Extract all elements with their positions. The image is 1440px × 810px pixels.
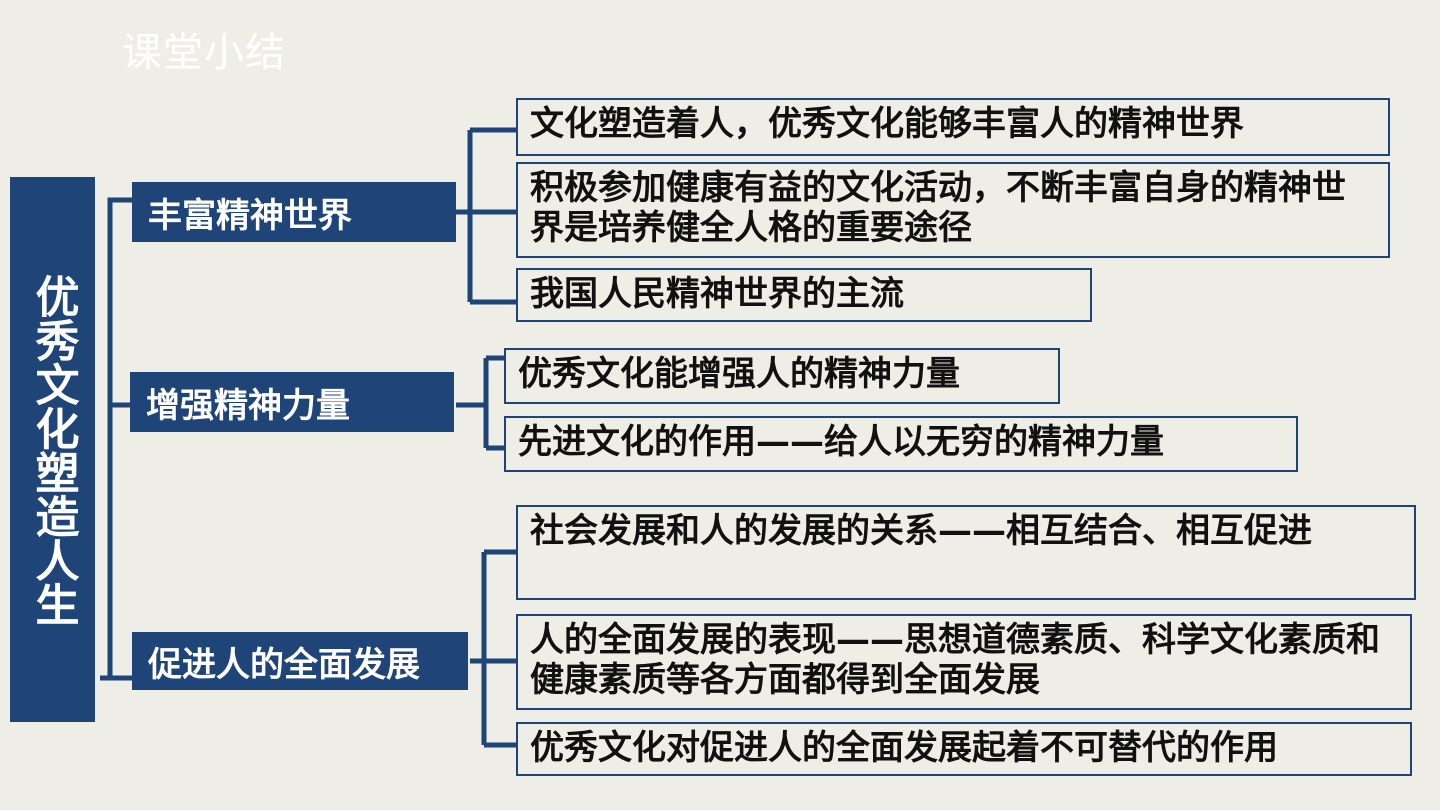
root-connector bbox=[100, 197, 134, 681]
page-title: 课堂小结 bbox=[122, 30, 286, 76]
leaf-node: 社会发展和人的发展的关系——相互结合、相互促进 bbox=[516, 505, 1416, 600]
leaf-node: 人的全面发展的表现——思想道德素质、科学文化素质和健康素质等各方面都得到全面发展 bbox=[516, 614, 1412, 710]
branch-node-enrich-spirit: 丰富精神世界 bbox=[132, 182, 456, 242]
leaf-text: 人的全面发展的表现——思想道德素质、科学文化素质和健康素质等各方面都得到全面发展 bbox=[530, 620, 1380, 700]
branch-1-connector bbox=[456, 127, 518, 305]
leaf-node: 文化塑造着人，优秀文化能够丰富人的精神世界 bbox=[516, 98, 1390, 156]
leaf-text: 积极参加健康有益的文化活动，不断丰富自身的精神世界是培养健全人格的重要途径 bbox=[530, 168, 1346, 248]
branch-2-connector bbox=[456, 355, 506, 451]
branch-label: 丰富精神世界 bbox=[148, 195, 352, 236]
leaf-text: 优秀文化对促进人的全面发展起着不可替代的作用 bbox=[530, 728, 1278, 768]
root-node: 优秀文化塑造人生 bbox=[10, 177, 95, 722]
leaf-node: 优秀文化对促进人的全面发展起着不可替代的作用 bbox=[516, 722, 1412, 776]
leaf-text: 社会发展和人的发展的关系——相互结合、相互促进 bbox=[530, 511, 1312, 551]
leaf-text: 文化塑造着人，优秀文化能够丰富人的精神世界 bbox=[530, 104, 1244, 144]
leaf-text: 我国人民精神世界的主流 bbox=[530, 274, 904, 314]
leaf-node: 积极参加健康有益的文化活动，不断丰富自身的精神世界是培养健全人格的重要途径 bbox=[516, 162, 1390, 258]
leaf-text: 优秀文化能增强人的精神力量 bbox=[518, 354, 960, 394]
leaf-text: 先进文化的作用——给人以无穷的精神力量 bbox=[518, 422, 1164, 462]
branch-label: 促进人的全面发展 bbox=[148, 644, 420, 685]
leaf-node: 先进文化的作用——给人以无穷的精神力量 bbox=[504, 416, 1298, 472]
branch-node-all-round-development: 促进人的全面发展 bbox=[132, 632, 468, 690]
root-label: 优秀文化塑造人生 bbox=[27, 273, 79, 626]
branch-label: 增强精神力量 bbox=[146, 385, 350, 426]
leaf-node: 我国人民精神世界的主流 bbox=[516, 268, 1092, 322]
branch-3-connector bbox=[470, 549, 518, 748]
leaf-node: 优秀文化能增强人的精神力量 bbox=[504, 348, 1060, 404]
branch-node-strengthen-spirit: 增强精神力量 bbox=[130, 372, 454, 432]
